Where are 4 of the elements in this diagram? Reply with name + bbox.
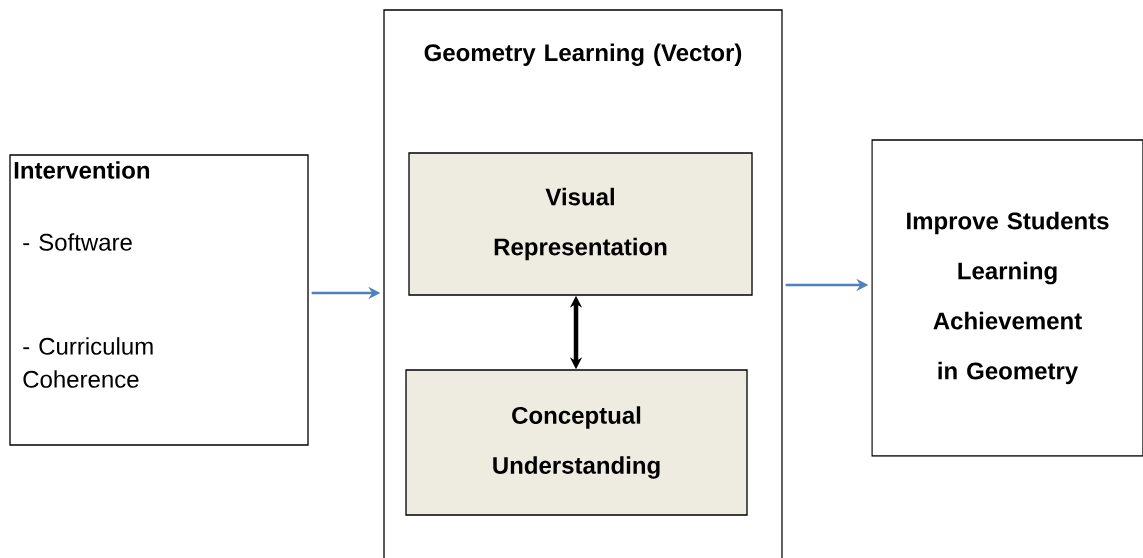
outcome-box: Improve Students Learning Achievement in Geometry — [871, 139, 1143, 457]
concept-box: Conceptual Understanding — [405, 369, 748, 516]
intervention-box: Intervention - Software - Curriculum Coherence — [9, 154, 309, 446]
concept-box: Visual Representation — [408, 152, 753, 296]
